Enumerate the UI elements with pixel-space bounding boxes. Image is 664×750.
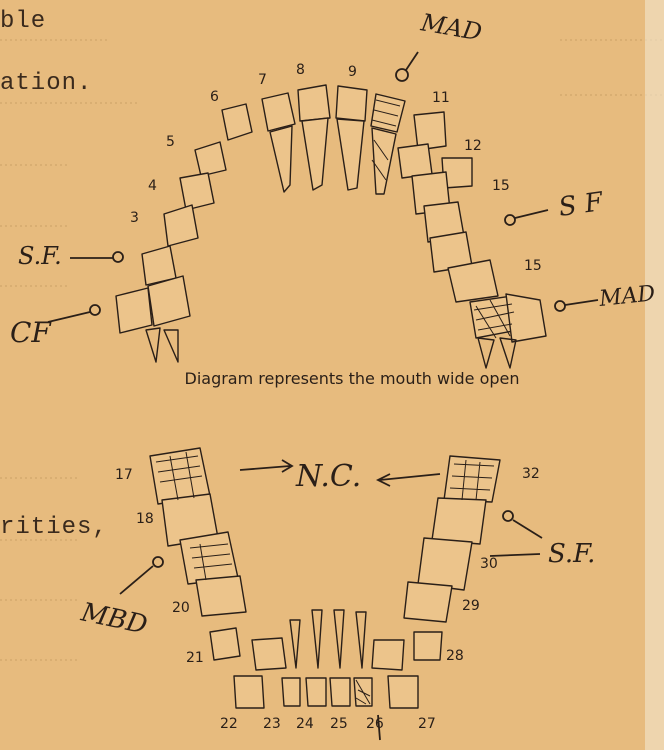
annotation-sf-left: S.F. [18,242,62,270]
tooth-number-25: 25 [330,716,348,732]
annotation-mbd: MBD [78,597,150,640]
tooth-number-5: 5 [166,134,175,150]
tooth-number-26: 26 [366,716,384,732]
tooth-number-12: 12 [464,138,482,154]
tooth-number-17: 17 [115,467,133,483]
annotation-cf-left: CF [10,316,52,349]
tooth-number-28: 28 [446,648,464,664]
tooth-number-6: 6 [210,89,219,105]
tooth-number-3: 3 [130,210,139,226]
tooth-number-30: 30 [480,556,498,572]
margin-text-ble: ble [0,8,46,35]
tooth-number-15b: 15 [524,258,542,274]
tooth-number-29: 29 [462,598,480,614]
annotation-mad-top: MAD [418,8,484,46]
tooth-number-27: 27 [418,716,436,732]
tooth-number-15a: 15 [492,178,510,194]
margin-text-rities: rities, [0,514,108,541]
tooth-number-7: 7 [258,72,267,88]
tooth-number-23: 23 [263,716,281,732]
annotation-nc: N.C. [295,459,361,494]
tooth-number-24: 24 [296,716,314,732]
tooth-number-18: 18 [136,511,154,527]
tooth-number-8: 8 [296,62,305,78]
tooth-number-9: 9 [348,64,357,80]
tooth-number-20: 20 [172,600,190,616]
tooth-number-32: 32 [522,466,540,482]
margin-text-ation: ation. [0,70,92,97]
annotation-sf-right: S F [557,187,606,223]
tooth-number-11: 11 [432,90,450,106]
tooth-number-4: 4 [148,178,157,194]
tooth-number-21: 21 [186,650,204,666]
diagram-caption: Diagram represents the mouth wide open [0,369,664,388]
annotation-sf-lower: S.F. [548,539,595,569]
tooth-number-22: 22 [220,716,238,732]
upper-arch [116,85,546,368]
